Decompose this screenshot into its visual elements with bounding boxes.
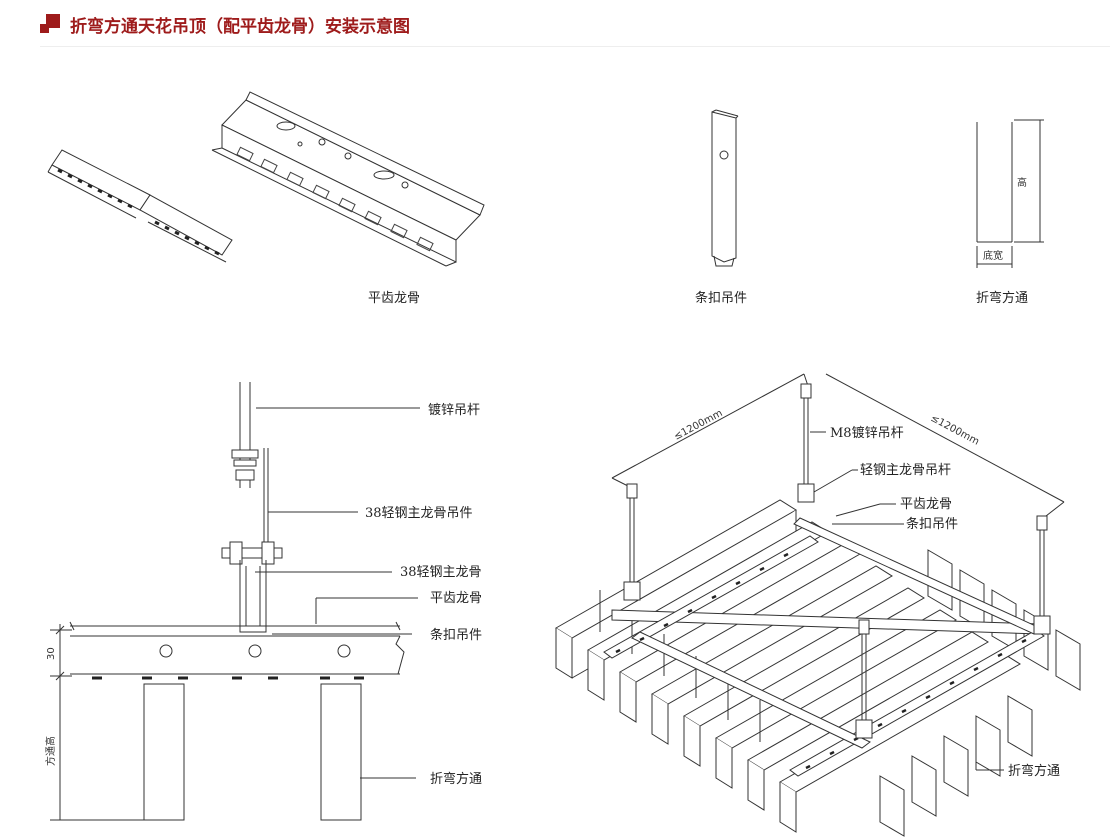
iso-rod-label: M8镀锌吊杆 [830, 425, 904, 441]
tooth-keel-small-drawing [47, 149, 233, 263]
iso-tube-label: 折弯方通 [1008, 763, 1060, 779]
tooth-keel-large-drawing [211, 91, 485, 267]
section-main-hanger-label: 38轻钢主龙骨吊件 [365, 506, 473, 521]
iso-clip-label: 条扣吊件 [906, 516, 958, 532]
iso-hanger-label: 轻钢主龙骨吊杆 [860, 463, 951, 478]
iso-dim-left: ≤1200mm [672, 408, 724, 443]
isometric-drawing [555, 373, 1081, 837]
iso-dim-right: ≤1200mm [929, 413, 981, 448]
tube-width-label: 底宽 [983, 249, 1003, 262]
header-divider [40, 46, 1110, 47]
clip-drawing [711, 109, 739, 267]
section-tube-label: 折弯方通 [430, 771, 482, 787]
header: 折弯方通天花吊顶（配平齿龙骨）安装示意图 [40, 10, 1110, 38]
tube-profile-drawing [976, 119, 1044, 268]
iso-tooth-keel-label: 平齿龙骨 [900, 497, 952, 512]
keel-caption: 平齿龙骨 [368, 291, 420, 306]
page-title: 折弯方通天花吊顶（配平齿龙骨）安装示意图 [70, 17, 410, 37]
section-drawing [50, 382, 420, 821]
section-tooth-keel-label: 平齿龙骨 [430, 591, 482, 606]
title-square-icon [40, 14, 62, 36]
section-main-keel-label: 38轻钢主龙骨 [400, 565, 482, 580]
section-rod-label: 镀锌吊杆 [428, 402, 480, 418]
section-dim-30: 30 [46, 647, 57, 660]
section-dim-tube-height: 方通高 [44, 736, 57, 766]
tube-caption: 折弯方通 [976, 290, 1028, 306]
clip-caption: 条扣吊件 [695, 290, 747, 306]
tube-height-label: 高 [1017, 176, 1027, 189]
section-clip-label: 条扣吊件 [430, 627, 482, 643]
